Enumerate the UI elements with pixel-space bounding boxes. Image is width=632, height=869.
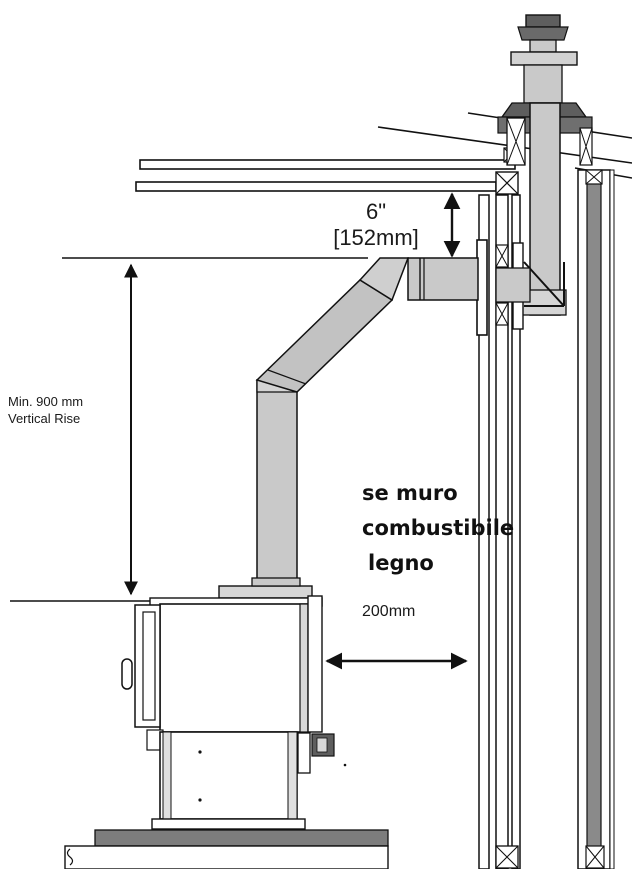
- wall-note: se muro combustibile legno: [362, 476, 514, 581]
- clearance-top-value: 6": [365, 199, 387, 224]
- outer-wall: [577, 169, 615, 869]
- combustible-wall: [478, 194, 521, 869]
- ceiling-joists: [135, 147, 519, 195]
- wall-note-line1: se muro: [362, 481, 458, 505]
- flue-pipe: [255, 257, 479, 586]
- wall-clearance-label: 200mm: [362, 603, 416, 620]
- wall-note-line2: combustibile: [362, 516, 515, 540]
- vertical-rise-line2: Vertical Rise: [8, 411, 81, 426]
- vertical-rise-label: Min. 900 mm Vertical Rise: [8, 393, 83, 427]
- wood-stove: [121, 577, 347, 830]
- clearance-top-label: 6" [152mm]: [320, 199, 432, 251]
- chimney: [497, 14, 593, 316]
- wall-thimble: [476, 239, 531, 336]
- reference-lines: [10, 257, 368, 602]
- vertical-rise-line1: Min. 900 mm: [8, 394, 84, 409]
- floor-hearth: [64, 829, 389, 869]
- wall-note-line3: legno: [368, 551, 434, 575]
- clearance-top-metric: [152mm]: [333, 225, 419, 250]
